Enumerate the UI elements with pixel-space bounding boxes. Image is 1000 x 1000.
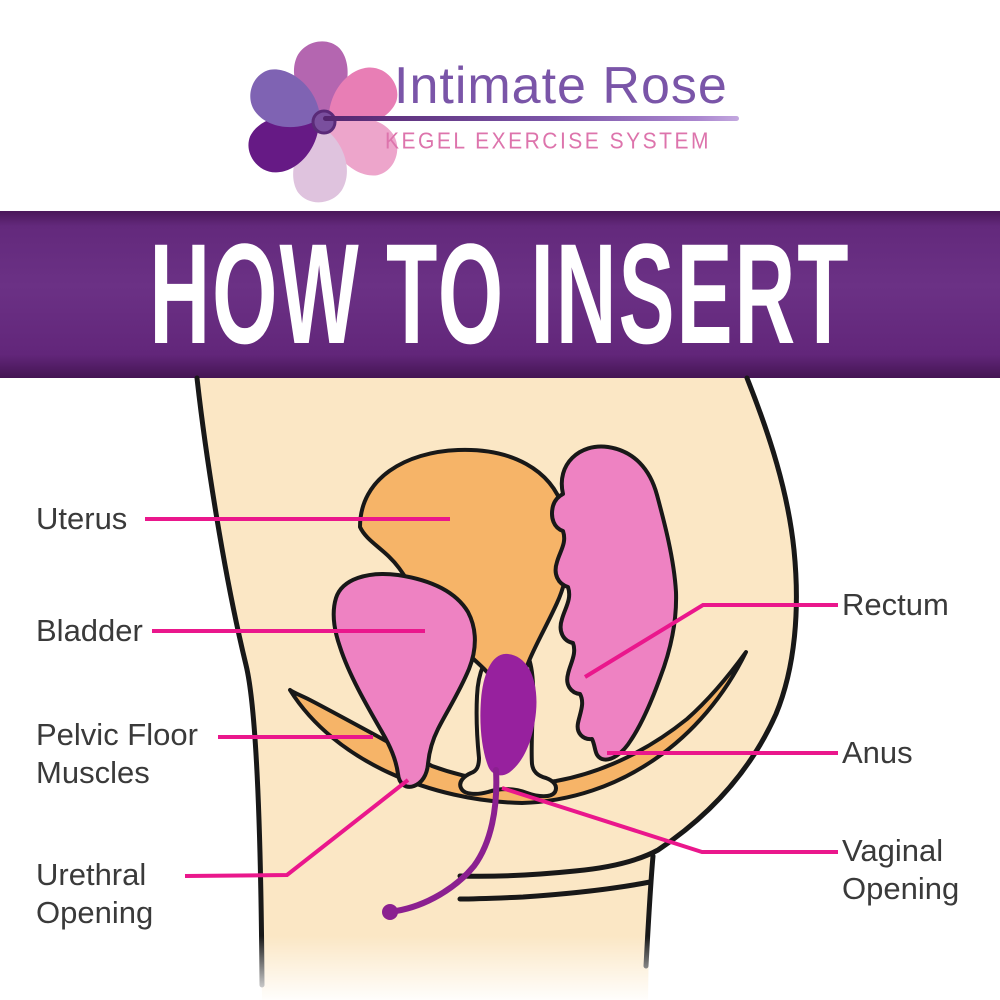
label-uterus: Uterus — [36, 501, 128, 536]
leader-line-urethral-opening — [184, 778, 410, 878]
brand-header: Intimate Rose KEGEL EXERCISE SYSTEM — [0, 0, 1000, 210]
label-bladder: Bladder — [36, 613, 143, 648]
body-outline-gluteal-fold — [457, 879, 653, 902]
device-cord — [393, 767, 500, 914]
leader-line-vaginal-opening — [501, 786, 838, 854]
label-urethral-line2: Opening — [36, 895, 154, 930]
label-anus: Anus — [842, 735, 913, 770]
kegel-device-shape — [480, 653, 537, 776]
banner-title: HOW TO INSERT — [149, 213, 851, 374]
label-pelvic-floor-line1: Pelvic Floor — [36, 717, 198, 752]
label-pelvic-floor-line2: Muscles — [36, 755, 150, 790]
body-outline-left — [194, 375, 265, 988]
title-banner: HOW TO INSERT — [0, 211, 1000, 378]
flower-logo-icon — [248, 41, 398, 203]
leader-line-rectum — [583, 603, 838, 679]
rectum-shape — [550, 444, 679, 762]
label-urethral-line1: Urethral — [36, 857, 147, 892]
label-vaginal-line1: Vaginal — [842, 833, 944, 868]
flower-petal-upper-right — [329, 67, 398, 127]
body-outline-right-buttock — [457, 375, 799, 879]
bladder-shape — [331, 572, 477, 789]
flower-petal-upper-left — [250, 69, 320, 128]
label-urethral-opening: Urethral Opening — [36, 856, 153, 932]
device-cord-tip — [382, 904, 398, 920]
label-rectum: Rectum — [842, 587, 949, 622]
label-pelvic-floor-muscles: Pelvic Floor Muscles — [36, 716, 198, 792]
brand-tagline: KEGEL EXERCISE SYSTEM — [385, 129, 711, 154]
label-vaginal-opening: Vaginal Opening — [842, 832, 959, 908]
label-vaginal-line2: Opening — [842, 871, 960, 906]
bottom-fade — [235, 936, 775, 1000]
flower-petal-lower-left — [248, 115, 319, 173]
brand-underline-rule — [323, 116, 739, 121]
brand-name: Intimate Rose — [394, 57, 728, 115]
